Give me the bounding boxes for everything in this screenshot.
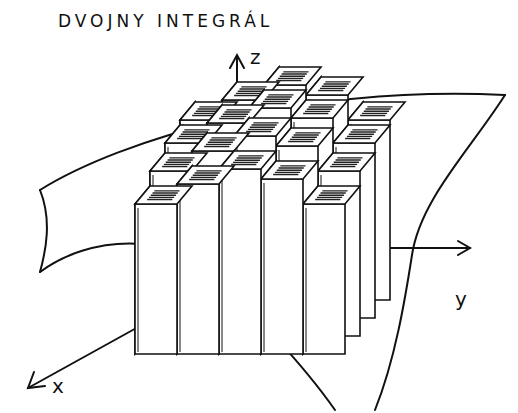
hatching [246,123,278,132]
hatching [231,156,263,165]
hatching [219,110,251,119]
column-front [303,204,345,354]
arrow-head [458,241,470,255]
column-edge [306,208,307,352]
hatching [273,166,305,175]
column-top [303,186,360,204]
hatching [318,82,350,91]
column-edge [138,208,139,352]
hatching [345,130,377,139]
column-front [177,184,219,354]
hatching [261,95,293,104]
column-top [291,100,348,118]
arrow-head [28,372,45,388]
hatching [288,133,320,142]
hatching [315,191,347,200]
hatching [162,158,194,167]
bars [135,67,405,354]
column-edge [264,183,265,352]
axis-label: y [455,288,467,310]
title: DVOJNY INTEGRÁL [58,12,273,31]
hatching [204,138,236,147]
column-front [261,179,303,354]
column-top [333,125,390,143]
surface-edge [375,95,505,410]
column-front [219,169,261,354]
column-top [276,128,333,146]
axis-label: x [52,375,64,397]
column-top [306,77,363,95]
surface [40,94,505,410]
column-top [318,153,375,171]
arrow-head [230,55,244,68]
hatching [360,107,392,116]
hatching [303,105,335,114]
column [261,161,318,354]
axes [28,55,470,388]
column-top [135,186,192,204]
column-edge [222,173,223,352]
column-top [348,102,405,120]
column-front [135,204,177,354]
x-axis [28,326,140,388]
column-top [261,161,318,179]
hatching [330,158,362,167]
hatching [276,72,308,81]
hatching [189,171,221,180]
column [135,186,192,354]
hatching [147,191,179,200]
column-edge [180,188,181,352]
surface-edge [40,190,47,272]
column [303,186,360,354]
axis-label: z [250,46,261,68]
column-top [177,166,234,184]
column-top [192,133,249,151]
column [219,151,276,354]
